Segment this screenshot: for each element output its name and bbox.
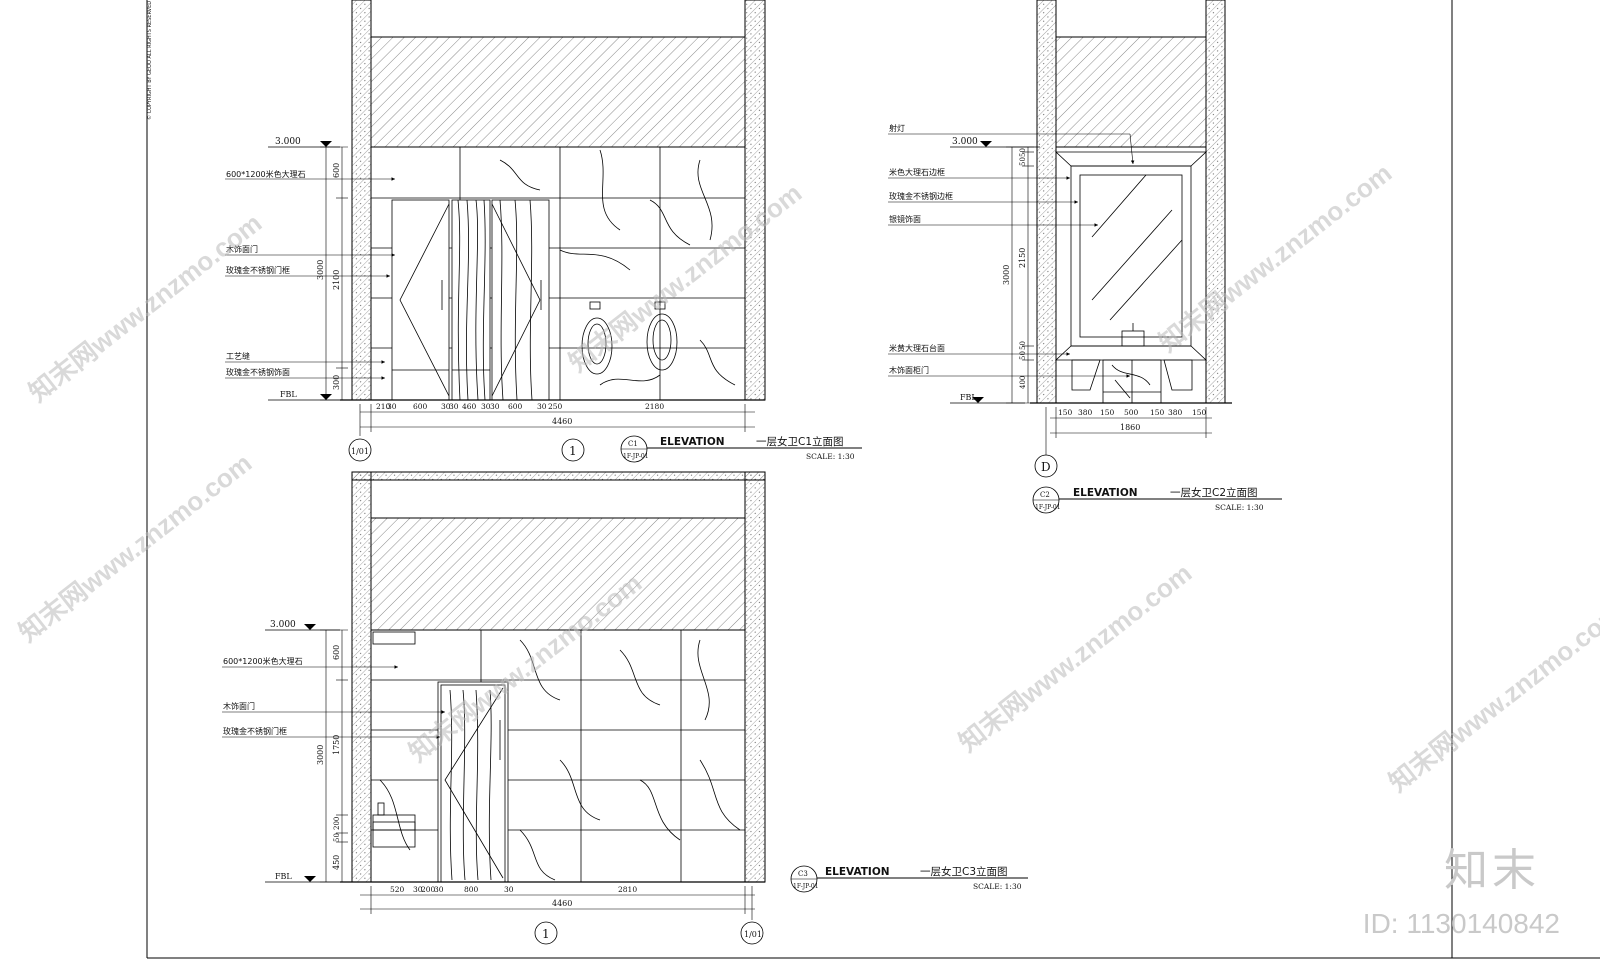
c1-hdim: 30 <box>481 402 491 411</box>
c2-vdim: 50 <box>1019 157 1027 166</box>
c3-vdim-total: 3000 <box>316 745 325 765</box>
c3-vdim: 200 <box>333 817 341 830</box>
c2-axis: D <box>1041 460 1051 474</box>
c2-label: 银镜饰面 <box>889 214 921 224</box>
c3-hdim: 800 <box>464 885 479 894</box>
c1-axis-mid: 1 <box>569 444 577 458</box>
c2-vdim-total: 3000 <box>1002 265 1011 285</box>
c3-axis-right: 1/01 <box>744 930 762 939</box>
c2-title: 一层女卫C2立面图 <box>1170 486 1258 499</box>
c2-hdim: 380 <box>1168 408 1183 417</box>
c3-title: 一层女卫C3立面图 <box>920 865 1008 878</box>
c2-hdim: 500 <box>1124 408 1139 417</box>
c3-hdim: 30 <box>413 885 423 894</box>
c3-hdim: 520 <box>390 885 405 894</box>
c1-floor: FBL <box>280 390 297 399</box>
c1-hdim: 30 <box>537 402 547 411</box>
c2-hdim: 150 <box>1150 408 1165 417</box>
elevation-c2: 3.000 FBL 50 50 2150 50 50 400 3000 <box>888 0 1282 514</box>
c2-label: 玫瑰金不锈钢边框 <box>889 191 953 201</box>
c3-level: 3.000 <box>270 620 296 630</box>
c2-vdim: 50 <box>1019 148 1027 157</box>
c1-vdim: 600 <box>332 163 341 178</box>
c2-hdim: 150 <box>1058 408 1073 417</box>
c1-scale: SCALE: 1:30 <box>806 452 855 461</box>
c1-hdim: 600 <box>508 402 523 411</box>
c3-elevation: ELEVATION <box>825 866 890 878</box>
c2-tag-bottom: 1F-JP-01 <box>1035 504 1061 511</box>
c2-floor: FBL <box>960 393 977 402</box>
c3-scale: SCALE: 1:30 <box>973 882 1022 891</box>
c1-title: 一层女卫C1立面图 <box>756 435 844 448</box>
brand-logo: 知末 <box>1444 845 1540 896</box>
c3-hdim: 30 <box>434 885 444 894</box>
c1-hdim: 30 <box>441 402 451 411</box>
c2-vdim: 2150 <box>1018 248 1027 268</box>
c2-total-width: 1860 <box>1120 423 1140 432</box>
c3-vdim: 600 <box>332 645 341 660</box>
c2-vdim: 50 <box>1019 351 1027 360</box>
image-id: ID: 1130140842 <box>1362 908 1560 939</box>
c3-axis-left: 1 <box>542 927 550 941</box>
c1-elevation: ELEVATION <box>660 436 725 448</box>
c2-elevation: ELEVATION <box>1073 487 1138 499</box>
c2-label: 米黄大理石台面 <box>889 343 945 353</box>
c3-hdim: 30 <box>504 885 514 894</box>
c2-hdim: 150 <box>1192 408 1207 417</box>
c1-vdim: 300 <box>332 375 341 390</box>
c1-hdim: 250 <box>548 402 563 411</box>
c1-label: 木饰面门 <box>226 244 258 254</box>
c1-tag-top: C1 <box>628 440 638 448</box>
c3-label: 600*1200米色大理石 <box>223 656 303 666</box>
c2-scale: SCALE: 1:30 <box>1215 503 1264 512</box>
c3-tag-bottom: 1F-JP-01 <box>793 883 819 890</box>
c1-hdim: 2180 <box>645 402 664 411</box>
c3-label: 木饰面门 <box>223 701 255 711</box>
c3-hdim: 2810 <box>618 885 637 894</box>
c2-label: 射灯 <box>889 123 905 133</box>
c1-label: 玫瑰金不锈钢门框 <box>226 265 290 275</box>
c1-axis-left: 1/01 <box>351 447 369 456</box>
c2-vdim: 400 <box>1019 376 1027 389</box>
c3-hdim: 200 <box>421 885 436 894</box>
c2-label: 米色大理石边框 <box>889 167 945 177</box>
c1-hdim: 30 <box>387 402 397 411</box>
c2-hdim: 380 <box>1078 408 1093 417</box>
c1-label: 600*1200米色大理石 <box>226 169 306 179</box>
elevation-c3: 3.000 FBL 600 1750 200 50 450 3000 600*1… <box>222 471 1028 945</box>
c1-hdim: 30 <box>490 402 500 411</box>
c1-vdim: 2100 <box>332 270 341 290</box>
c3-label: 玫瑰金不锈钢门框 <box>223 726 287 736</box>
c3-total-width: 4460 <box>552 899 572 908</box>
c3-floor: FBL <box>275 872 292 881</box>
c1-level: 3.000 <box>275 137 301 147</box>
c1-label: 工艺缝 <box>226 351 250 361</box>
c1-vdim-total: 3000 <box>316 260 325 280</box>
c2-hdim: 150 <box>1100 408 1115 417</box>
c2-level: 3.000 <box>952 137 978 147</box>
c1-tag-bottom: 1F-JP-01 <box>623 453 649 460</box>
c1-hdim: 460 <box>462 402 477 411</box>
c2-vdim: 50 <box>1019 341 1027 350</box>
elevation-c1: 3.000 FBL 600 2100 300 3000 600*1200米色大理… <box>225 0 862 463</box>
c1-label: 玫瑰金不锈钢饰面 <box>226 367 290 377</box>
copyright-text: © COPYRIGHT BY GEOO ALL RIGHTS RESERVED <box>146 1 153 120</box>
c3-vdim: 450 <box>332 855 341 870</box>
c1-hdim: 600 <box>413 402 428 411</box>
c3-vdim: 1750 <box>332 735 341 755</box>
c2-tag-top: C2 <box>1040 491 1050 499</box>
c1-hdim: 30 <box>449 402 459 411</box>
sheet-border <box>146 0 1600 959</box>
c2-label: 木饰面柜门 <box>889 365 929 375</box>
c3-tag-top: C3 <box>798 870 808 878</box>
c1-total-width: 4460 <box>552 417 572 426</box>
c3-vdim: 50 <box>333 833 341 842</box>
c1-hdim: 210 <box>376 402 391 411</box>
